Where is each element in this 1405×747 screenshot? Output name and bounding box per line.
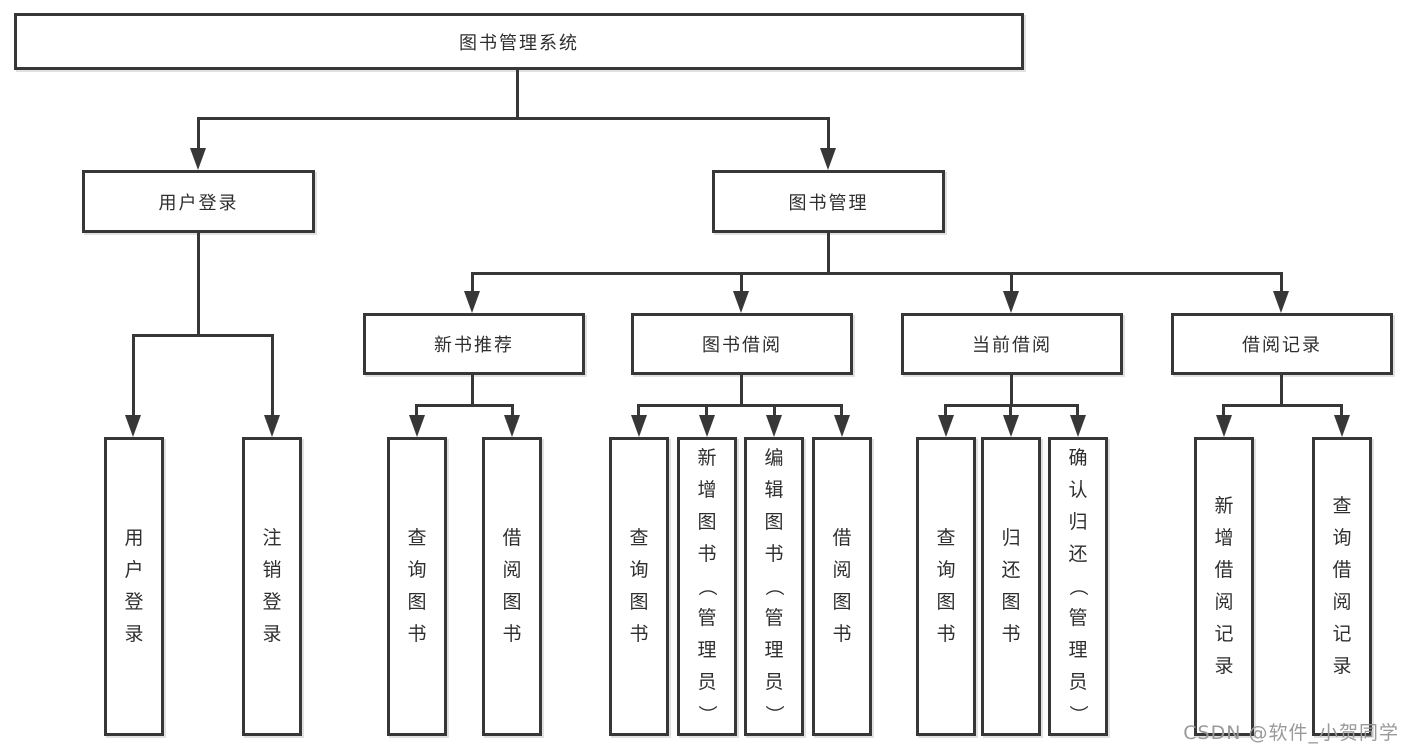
connector-g3-bar [637, 404, 843, 407]
arrow-leaf-edit-book [766, 415, 782, 437]
node-user-login-label: 用户登录 [158, 192, 239, 214]
leaf-borrow-books-1: 借阅图书 [482, 437, 542, 736]
leaf-return-book: 归还图书 [981, 437, 1041, 736]
connector-g3-stem1 [637, 404, 640, 419]
node-current-borrow-label: 当前借阅 [972, 335, 1052, 356]
connector-user-login-stem [197, 117, 200, 152]
arrow-current-borrow [1003, 291, 1019, 313]
connector-g5-bar [1222, 404, 1343, 407]
leaf-add-book-admin: 新增图书（管理员） [677, 437, 737, 736]
connector-g4-stem2 [1009, 404, 1012, 419]
leaf-confirm-return-admin: 确认归还（管理员） [1048, 437, 1108, 736]
connector-root-bar [197, 117, 830, 120]
connector-borrow-records-stem [1280, 272, 1283, 294]
arrow-leaf-confirm-return [1070, 415, 1086, 437]
connector-g1-bar [132, 334, 274, 337]
connector-g4-stem3 [1076, 404, 1079, 419]
leaf-query-books-3: 查询图书 [916, 437, 976, 736]
arrow-leaf-query-books-1 [409, 415, 425, 437]
connector-g1-stem2 [271, 334, 274, 419]
arrow-leaf-logout [264, 415, 280, 437]
connector-mgmt-bar [471, 272, 1283, 275]
connector-g5-down [1280, 375, 1283, 407]
arrow-leaf-query-record [1334, 415, 1350, 437]
connector-g2-bar [415, 404, 514, 407]
leaf-logout: 注销登录 [242, 437, 302, 736]
arrow-leaf-return-book [1003, 415, 1019, 437]
leaf-query-books-1: 查询图书 [387, 437, 447, 736]
watermark: CSDN @软件_小贺同学 [1183, 722, 1399, 744]
node-borrow-records-label: 借阅记录 [1242, 335, 1322, 356]
connector-book-borrow-stem [740, 272, 743, 294]
arrow-book-mgmt [820, 148, 836, 170]
connector-g2-stem2 [511, 404, 514, 419]
node-book-borrow-label: 图书借阅 [702, 335, 782, 356]
connector-g2-down [471, 375, 474, 407]
connector-new-rec-stem [471, 272, 474, 294]
arrow-leaf-borrow-books-1 [504, 415, 520, 437]
connector-g1-stem1 [132, 334, 135, 419]
connector-g4-down [1010, 375, 1013, 407]
arrow-leaf-borrow-books-2 [834, 415, 850, 437]
connector-g5-stem2 [1340, 404, 1343, 419]
connector-g1-down [197, 233, 200, 337]
connector-current-borrow-stem [1010, 272, 1013, 294]
node-book-mgmt: 图书管理 [712, 170, 945, 233]
leaf-query-borrow-record: 查询借阅记录 [1312, 437, 1372, 736]
arrow-borrow-records [1273, 291, 1289, 313]
node-root-label: 图书管理系统 [459, 32, 579, 54]
node-new-book-rec-label: 新书推荐 [434, 335, 514, 356]
leaf-user-login: 用户登录 [104, 437, 164, 736]
connector-g3-stem2 [705, 404, 708, 419]
node-user-login: 用户登录 [82, 170, 315, 233]
connector-g3-stem3 [773, 404, 776, 419]
node-book-borrow: 图书借阅 [631, 313, 853, 375]
connector-g4-stem1 [944, 404, 947, 419]
leaf-add-borrow-record: 新增借阅记录 [1194, 437, 1254, 736]
arrow-leaf-query-books-2 [631, 415, 647, 437]
leaf-borrow-books-2: 借阅图书 [812, 437, 872, 736]
connector-g3-down [740, 375, 743, 407]
node-book-mgmt-label: 图书管理 [788, 192, 869, 214]
connector-g2-stem1 [415, 404, 418, 419]
leaf-edit-book-admin: 编辑图书（管理员） [744, 437, 804, 736]
node-borrow-records: 借阅记录 [1171, 313, 1393, 375]
arrow-new-rec [464, 291, 480, 313]
connector-g5-stem1 [1222, 404, 1225, 419]
arrow-leaf-user-login [125, 415, 141, 437]
leaf-query-books-2: 查询图书 [609, 437, 669, 736]
connector-book-mgmt-stem [827, 117, 830, 152]
node-root: 图书管理系统 [14, 13, 1024, 70]
arrow-user-login [190, 148, 206, 170]
connector-g3-stem4 [840, 404, 843, 419]
arrow-book-borrow [733, 291, 749, 313]
arrow-leaf-add-record [1216, 415, 1232, 437]
node-current-borrow: 当前借阅 [901, 313, 1123, 375]
arrow-leaf-add-book [699, 415, 715, 437]
node-new-book-rec: 新书推荐 [363, 313, 585, 375]
connector-mgmt-down [827, 233, 830, 275]
connector-root-stem [516, 70, 519, 118]
arrow-leaf-query-books-3 [938, 415, 954, 437]
